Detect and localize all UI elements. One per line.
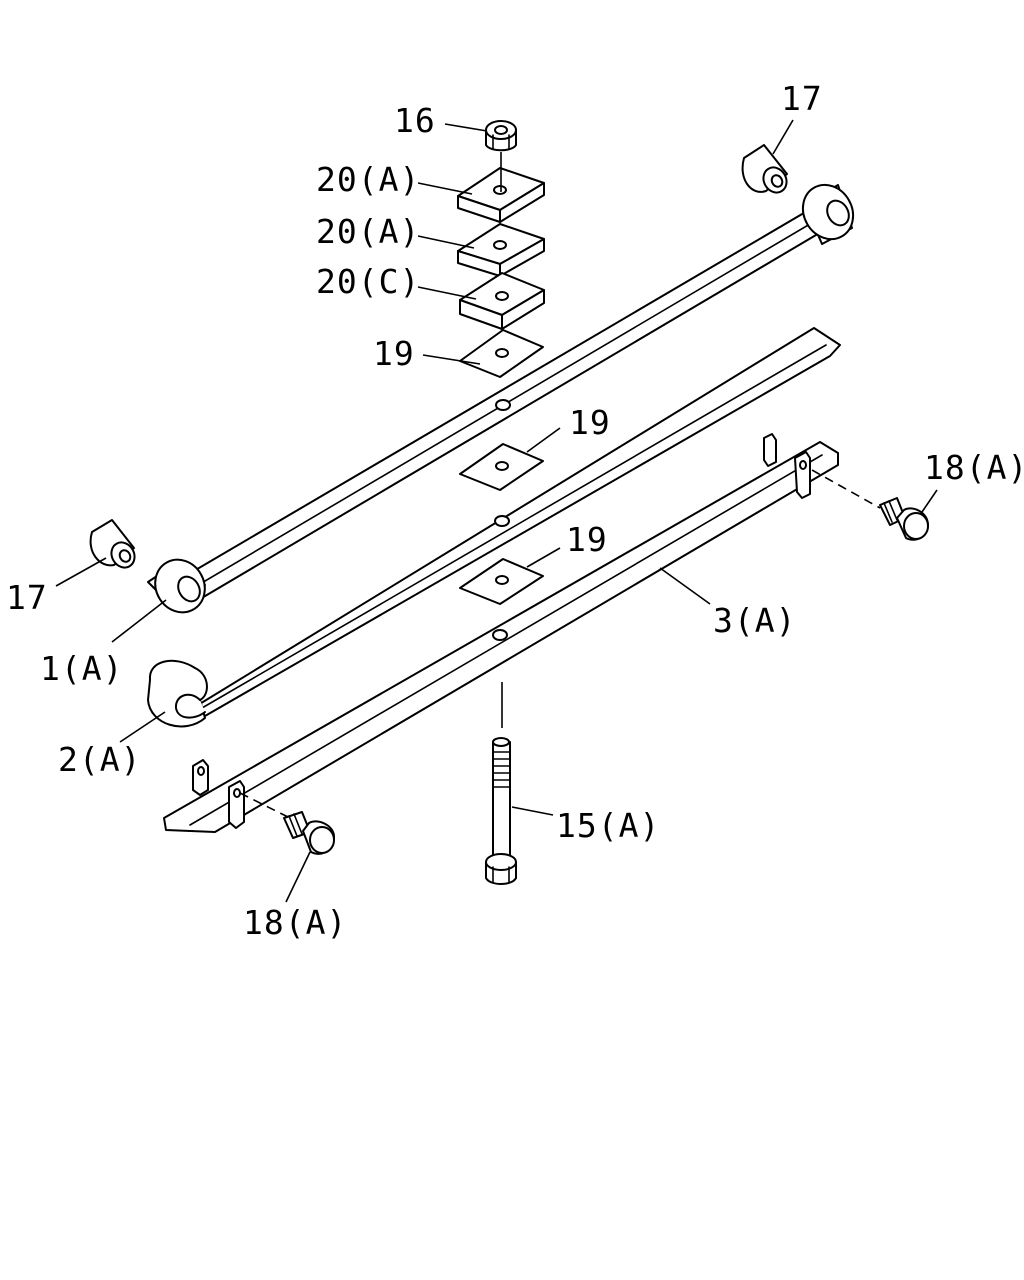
label-18a-right: 18(A) [924,448,1024,487]
bolt-18a-bottom-axis [239,792,291,819]
plate-20c [459,272,545,330]
spring-eye-left [147,558,206,614]
spring-eye-leaf-2 [147,659,208,728]
leaf-3-center-hole [492,629,508,641]
label-17-top: 17 [781,79,823,118]
label-19-lower: 19 [566,520,608,559]
bolt-18a-right [879,497,929,541]
label-15a: 15(A) [556,806,660,845]
spring-eye-right [801,183,855,245]
label-17-left: 17 [6,578,48,617]
liner-19-top [459,329,544,378]
leader-lines [55,119,938,903]
label-18a-bottom: 18(A) [243,903,347,942]
leaf-spring-3 [163,441,839,833]
rebound-clip-left [192,759,245,829]
label-20a-2: 20(A) [316,212,420,251]
plate-20a-middle [457,223,545,277]
bolt-18a-right-axis [811,469,881,509]
liner-19-middle [459,443,544,491]
label-19-middle: 19 [569,403,611,442]
leaf-1-center-hole [495,399,511,411]
label-20a-1: 20(A) [316,160,420,199]
bolt-18a-bottom [283,811,336,855]
label-19-top: 19 [373,334,415,373]
label-20c: 20(C) [316,262,420,301]
leaf-2-center-hole [494,515,510,527]
label-1a: 1(A) [40,649,123,688]
label-3a: 3(A) [713,601,796,640]
label-16: 16 [394,101,436,140]
label-2a: 2(A) [58,740,141,779]
rebound-clip-right [763,433,811,499]
bushing-17-left [89,519,136,569]
leaf-spring-2 [197,327,841,717]
bushing-17-right [741,144,788,194]
liner-19-lower [459,558,544,605]
nut-16 [485,120,517,152]
center-bolt-15a [485,737,517,885]
